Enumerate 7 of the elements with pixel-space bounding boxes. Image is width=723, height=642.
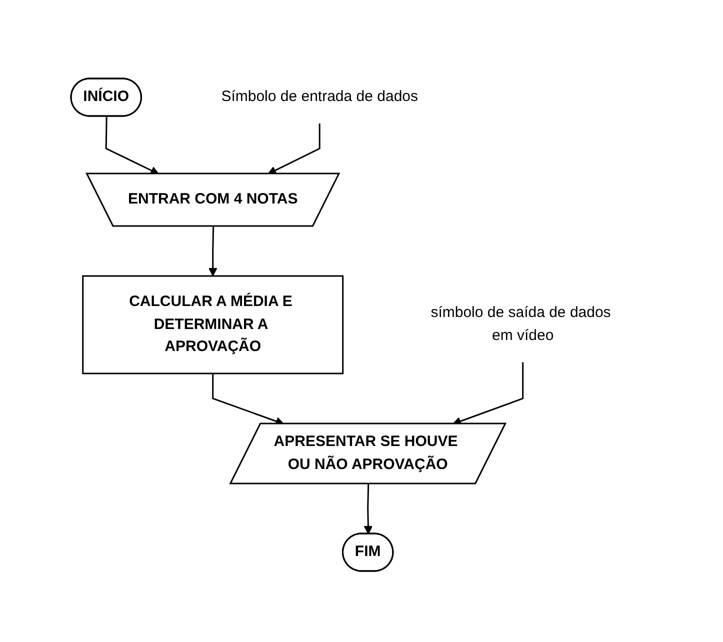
node-text: Símbolo de entrada de dados bbox=[220, 88, 418, 105]
node-box: CALCULAR A MÉDIA E DETERMINAR A APROVAÇÃO bbox=[82, 275, 344, 374]
node-text: símbolo de saída de dados em vídeo bbox=[430, 304, 610, 344]
arrow bbox=[104, 116, 159, 174]
arrow bbox=[208, 226, 217, 276]
arrow bbox=[267, 124, 320, 174]
arrow bbox=[363, 484, 372, 534]
